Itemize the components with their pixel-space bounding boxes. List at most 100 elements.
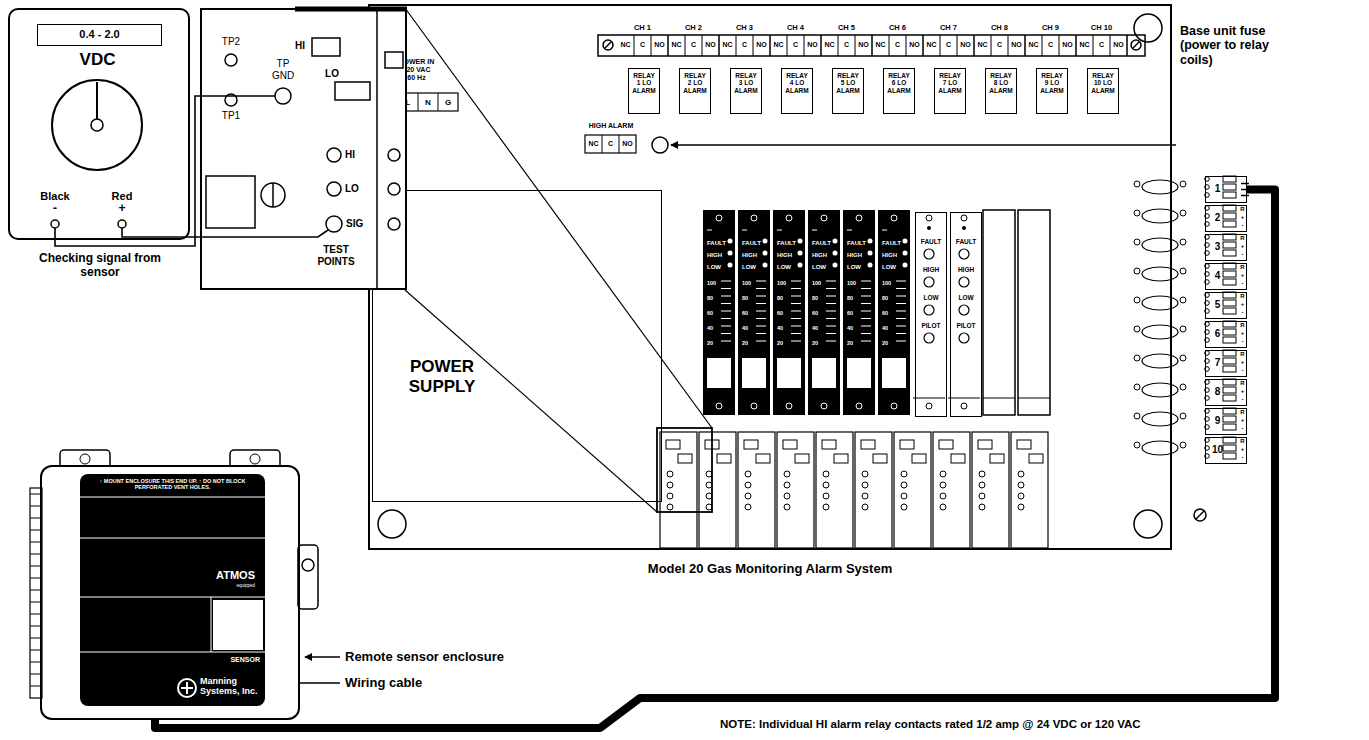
terminal-label: R [1239,264,1246,271]
pot-screw [1134,181,1140,187]
module-test-point [979,504,985,510]
node-text: HIGH [812,252,834,259]
bar-tick [791,311,801,312]
node-text: FAULT [707,240,729,247]
node-text: 80 [742,295,757,301]
terminal-divider [1059,35,1060,56]
node-text: RELAY 8 LO ALARM [988,72,1014,94]
module-test-point [667,504,673,510]
module-part [756,454,770,463]
terminal-divider [1008,35,1009,56]
card-module [777,432,814,548]
card-screw [961,215,967,221]
module-test-point [940,504,946,510]
bar-tick [896,281,906,282]
terminal-label: C [634,41,651,49]
node-text: 20 [742,340,757,346]
status-lamp [959,305,969,315]
callout-label: Base unit fuse (power to relay coils) [1180,24,1290,67]
adjust-pot [1142,180,1178,194]
node-text: RELAY 5 LO ALARM [835,72,861,94]
test-point [388,218,400,230]
module-test-point [823,482,829,488]
node-text: RELAY 6 LO ALARM [886,72,912,94]
terminal-label: C [787,41,804,49]
adjust-pot [1142,383,1178,397]
module-part [822,440,836,449]
card-module [816,432,853,548]
card-screw [786,403,792,409]
bar-tick [721,311,731,312]
module-test-point [745,482,751,488]
sensor-card: FAULTHIGHLOW10080604020 [705,212,737,417]
status-led [763,239,768,244]
sensor-card [878,210,910,415]
terminal-divider [1093,35,1094,56]
terminal-divider [787,35,788,56]
channel-divider [820,35,822,56]
module-test-point [823,493,829,499]
terminal-divider [1110,35,1111,56]
status-led [833,263,838,268]
terminal-label: 10 [1211,444,1224,456]
pot-screw [1134,384,1140,390]
terminal-label: C [940,41,957,49]
module-test-point [901,504,907,510]
card-module [738,432,775,548]
bar-tick [826,303,836,304]
module-part [978,440,992,449]
meter-dial [52,80,142,170]
card-module [855,432,892,548]
terminal-label: N [418,98,438,107]
module-test-point [667,471,673,477]
multimeter: VDCBlack-Red+0.4 - 2.0 [8,8,190,240]
probe-wires [55,96,328,246]
bar-tick [791,333,801,334]
sensor-window [213,600,263,650]
node-text: HIGH [916,266,946,273]
mount-hole [80,454,90,464]
module-test-point [745,504,751,510]
card-divider [948,398,980,399]
wire-slot [1223,221,1236,227]
callout-label: Wiring cable [345,676,422,691]
node-text: 100 [847,280,862,286]
module-test-point [979,471,985,477]
card-divider [1018,398,1050,399]
node-text: 40 [812,325,827,331]
status-led [868,263,873,268]
status-lamp [924,277,934,287]
relay-box: RELAY 7 LO ALARM [934,68,966,114]
sensor-card: FAULTHIGHLOW10080604020 [810,212,842,417]
wire-slot [1223,271,1236,277]
terminal-label: NC [1025,41,1042,49]
node-text: 40 [707,325,722,331]
card-dot [927,226,931,230]
terminal-label: NC [872,41,889,49]
thick-edge [295,7,407,12]
terminal-label: NO [1110,41,1127,49]
terminal-label: + [1239,417,1246,424]
terminal-label: NO [906,41,923,49]
sensor-enclosure: ↑ MOUNT ENCLOSURE THIS END UP. ↑ DO NOT … [40,465,300,720]
pot-screw [1180,210,1186,216]
relay-box: RELAY 2 LO ALARM [679,68,711,114]
card-screw [891,215,897,221]
module-test-point [1018,482,1024,488]
channel-label: CH 9 [1025,24,1076,33]
module-test-point [901,493,907,499]
node-text: equipped [215,583,255,588]
cable-conductor [1241,189,1249,191]
module-part [678,454,692,463]
terminal-label: - [1239,396,1246,403]
bar-tick [861,288,871,289]
terminal-label: NO [804,41,821,49]
channel-divider [1024,35,1026,56]
test-point [388,149,400,161]
status-led [763,251,768,256]
node-text: Black [25,190,85,203]
module-test-point [979,482,985,488]
node-text: 20 [812,340,827,346]
terminal-divider [753,35,754,56]
status-lamp [959,277,969,287]
